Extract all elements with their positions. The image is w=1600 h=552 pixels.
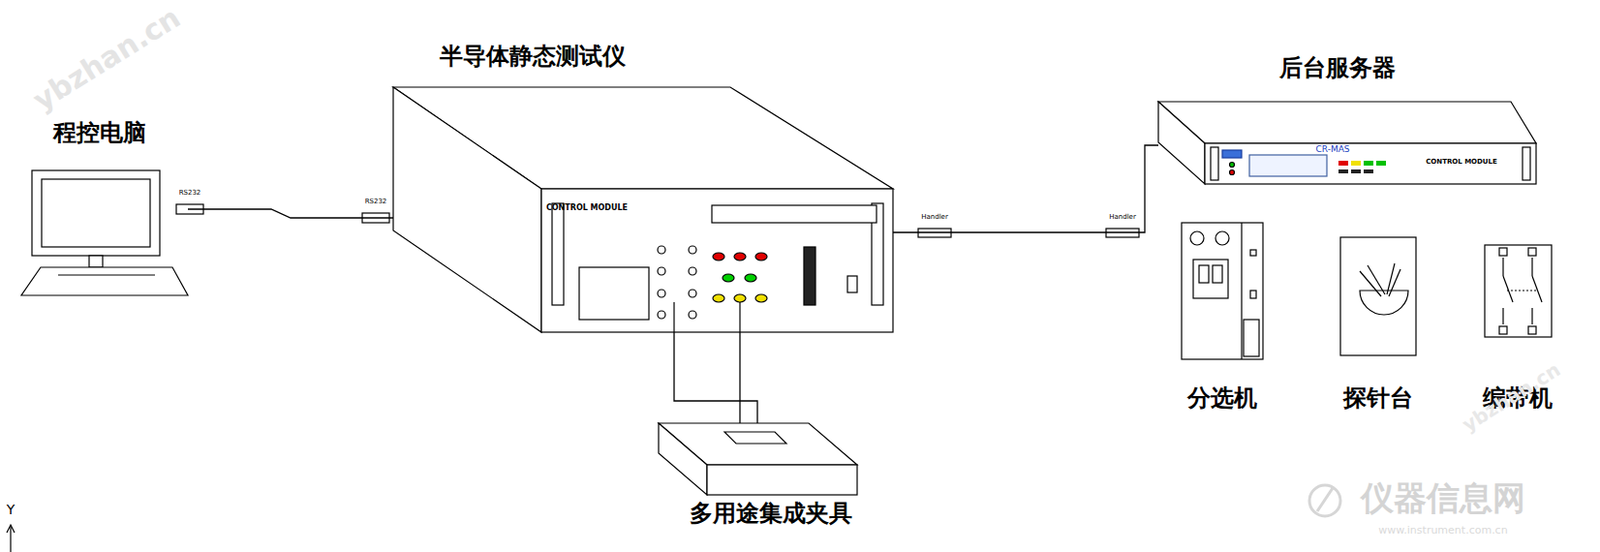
axis-label: Y [6, 502, 16, 518]
prober-body [1340, 237, 1416, 356]
panel-text: CONTROL MODULE [546, 203, 628, 213]
node-title: 后台服务器 [1279, 55, 1396, 83]
port-label: RS232 [179, 189, 202, 198]
panel-text: CONTROL MODULE [1425, 157, 1498, 166]
keyboard [21, 267, 188, 296]
watermark: ybzhan.cn [27, 0, 185, 116]
wire [673, 302, 675, 333]
taping-body [1484, 245, 1552, 338]
cable [187, 209, 394, 218]
watermark: www.instrument.com.cn [1378, 524, 1508, 537]
monitor [31, 170, 160, 256]
cable [738, 332, 740, 424]
taping-machine: 编带机 [1484, 245, 1552, 338]
server-front [1204, 143, 1537, 185]
computer: 程控电脑 [19, 170, 188, 297]
server-top [1158, 101, 1537, 144]
port-label: RS232 [365, 198, 388, 207]
node-title: 程控电脑 [53, 120, 147, 148]
tester-front [541, 188, 893, 333]
node-title: 半导体静态测试仪 [439, 43, 626, 71]
node-title: 多用途集成夹具 [689, 500, 853, 528]
port-label: Handler [1108, 214, 1137, 222]
switch [847, 276, 858, 293]
tester: 半导体静态测试仪CONTROL MODULE [393, 87, 893, 333]
fixture-front [707, 464, 858, 495]
node-title: 分选机 [1187, 385, 1258, 413]
node-title: 探针台 [1343, 385, 1414, 413]
server-side [1158, 101, 1205, 185]
prober: 探针台 [1340, 237, 1416, 356]
sorter: 分选机 [1181, 222, 1263, 360]
handle [552, 203, 564, 306]
display [711, 205, 877, 223]
port-label: Handler [921, 214, 949, 222]
monitor-neck [89, 255, 103, 268]
wire [738, 302, 740, 333]
slot [803, 246, 816, 306]
screen [579, 267, 649, 320]
fixture-side [658, 423, 708, 495]
panel-text: CR-MAS [1315, 144, 1350, 154]
watermark: 仪器信息网 [1360, 480, 1526, 517]
cable [892, 145, 1159, 233]
tester-side [393, 87, 542, 333]
monitor-screen [41, 179, 151, 247]
cable [674, 332, 758, 424]
fixture-socket [724, 431, 787, 444]
keyboard-line [58, 274, 155, 276]
sorter-body [1181, 222, 1263, 360]
fixture: 多用途集成夹具 [658, 423, 858, 495]
server: 后台服务器CR-MASCONTROL MODULE [1158, 101, 1537, 185]
